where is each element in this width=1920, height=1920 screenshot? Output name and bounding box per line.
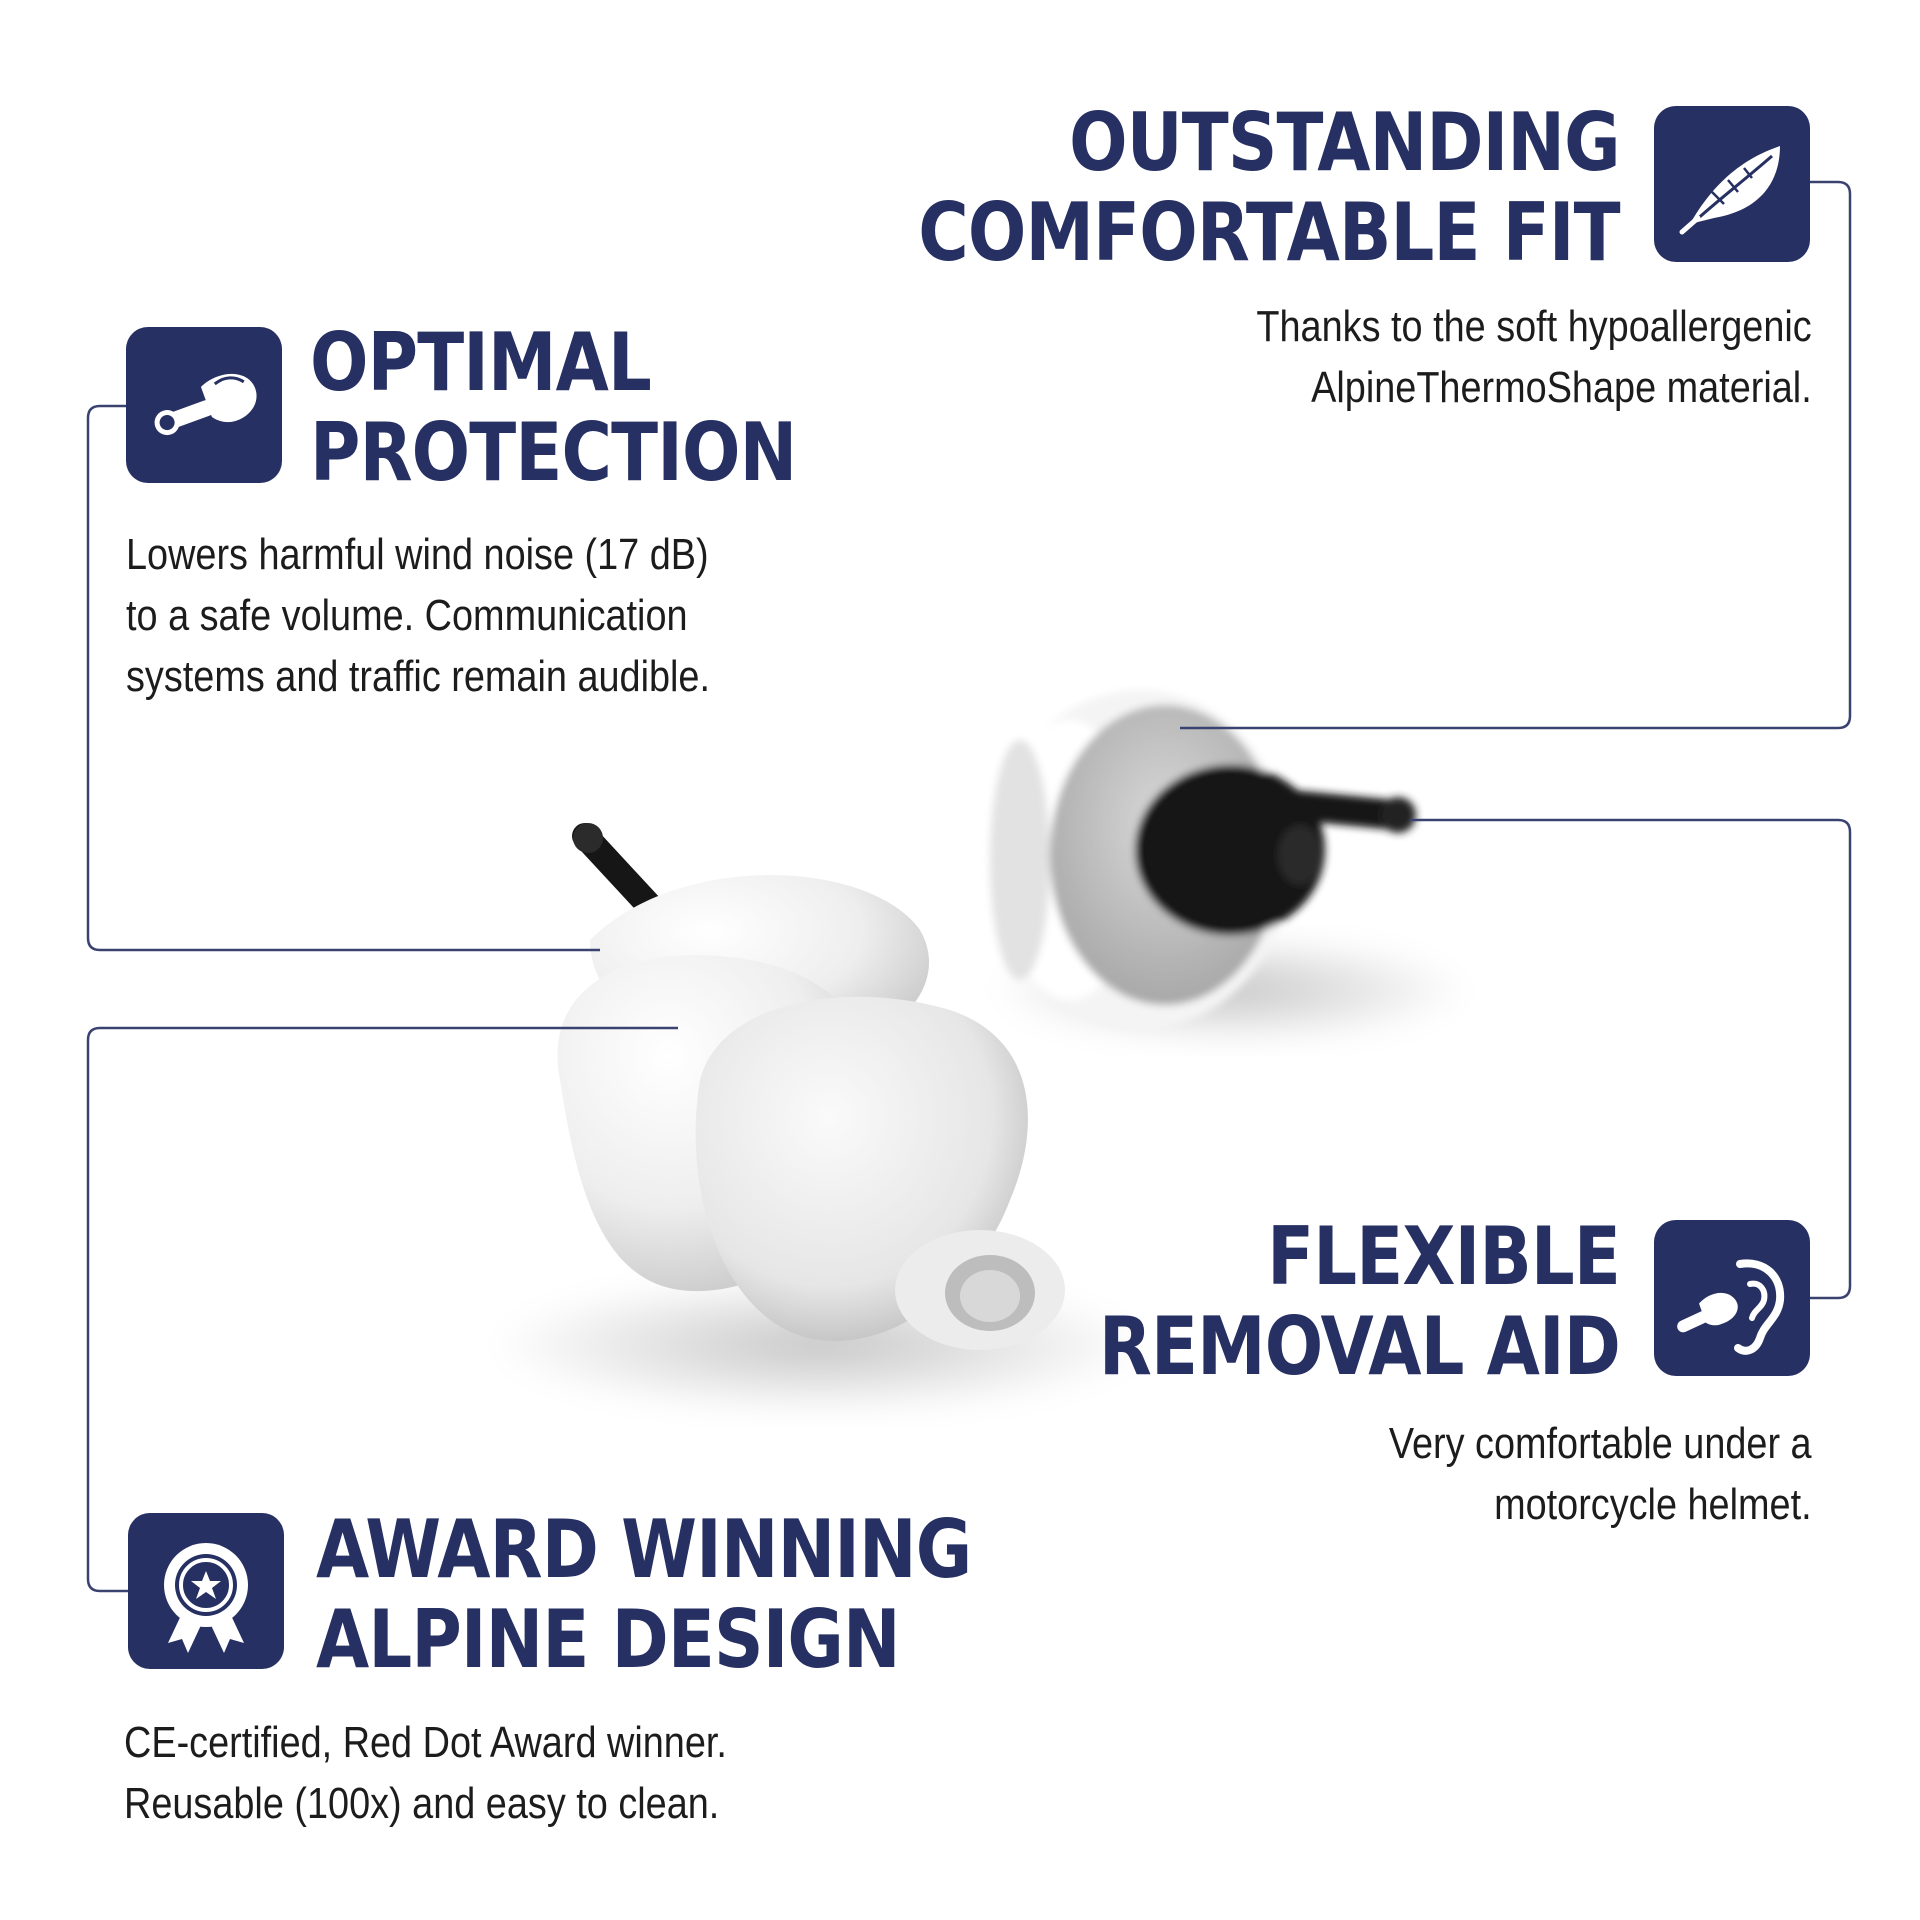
award-description: CE-certified, Red Dot Award winner. Reus… <box>124 1718 727 1828</box>
protection-title: OPTIMAL PROTECTION <box>310 316 797 499</box>
award-title: AWARD WINNING ALPINE DESIGN <box>316 1503 972 1686</box>
connector-removal <box>1410 818 1852 1300</box>
removal-title: FLEXIBLE REMOVAL AID <box>1098 1210 1621 1393</box>
removal-description: Very comfortable under a motorcycle helm… <box>1389 1419 1812 1529</box>
connector-comfort <box>1180 180 1852 730</box>
protection-description: Lowers harmful wind noise (17 dB) to a s… <box>126 530 710 701</box>
back-earplug <box>990 690 1416 1030</box>
feather-icon <box>1654 106 1810 262</box>
comfort-description: Thanks to the soft hypoallergenic Alpine… <box>1256 302 1812 412</box>
connector-award <box>86 1026 678 1593</box>
connector-protection <box>86 404 600 952</box>
award-rosette-icon <box>128 1513 284 1669</box>
comfort-title: OUTSTANDING COMFORTABLE FIT <box>918 96 1620 279</box>
front-earplug <box>557 823 1065 1350</box>
ear-earplug-icon <box>1654 1220 1810 1376</box>
earplug-icon <box>126 327 282 483</box>
